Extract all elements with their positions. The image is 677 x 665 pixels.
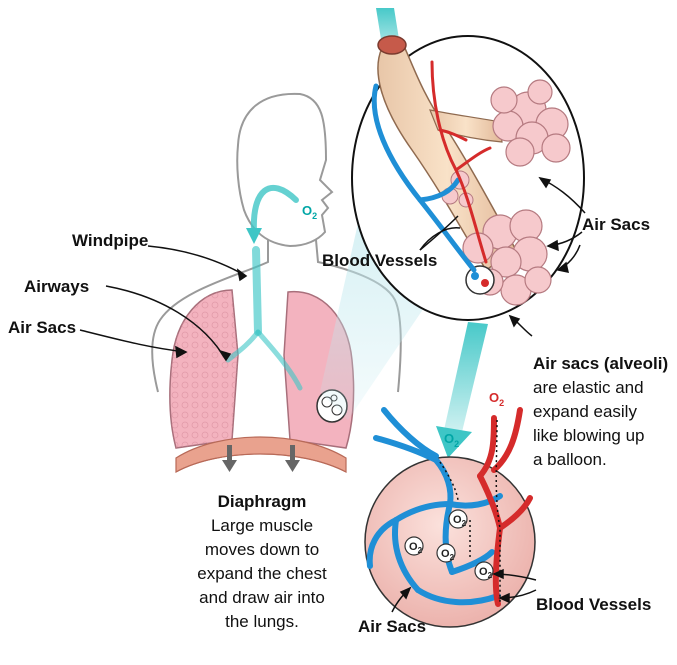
label-alveoli-desc-1: are elastic and (533, 378, 644, 397)
label-alveoli-desc-4: a balloon. (533, 450, 607, 469)
label-air-sacs-zoom: Air Sacs (582, 215, 650, 234)
label-blood-vessels-bottom: Blood Vessels (536, 595, 651, 614)
o2-symbol-mouth: O2 (302, 203, 317, 221)
label-airways: Airways (24, 277, 89, 296)
label-diaphragm-desc-4: and draw air into (199, 588, 325, 607)
label-air-sacs-bottom: Air Sacs (358, 617, 426, 636)
o2-symbol-sphere-red: O2 (489, 390, 504, 408)
label-diaphragm-desc-5: the lungs. (225, 612, 299, 631)
label-alveoli-title: Air sacs (alveoli) (533, 354, 668, 373)
label-diaphragm-desc-1: Large muscle (211, 516, 313, 535)
label-blood-vessels-zoom: Blood Vessels (322, 251, 437, 270)
label-alveoli-desc-3: like blowing up (533, 426, 645, 445)
label-diaphragm-desc-2: moves down to (205, 540, 319, 559)
label-alveoli-desc-2: expand easily (533, 402, 637, 421)
label-windpipe: Windpipe (72, 231, 148, 250)
label-diaphragm-title: Diaphragm (218, 492, 307, 511)
label-air-sacs-body: Air Sacs (8, 318, 76, 337)
label-diaphragm-desc-3: expand the chest (197, 564, 327, 583)
alveoli-inset (352, 8, 584, 320)
